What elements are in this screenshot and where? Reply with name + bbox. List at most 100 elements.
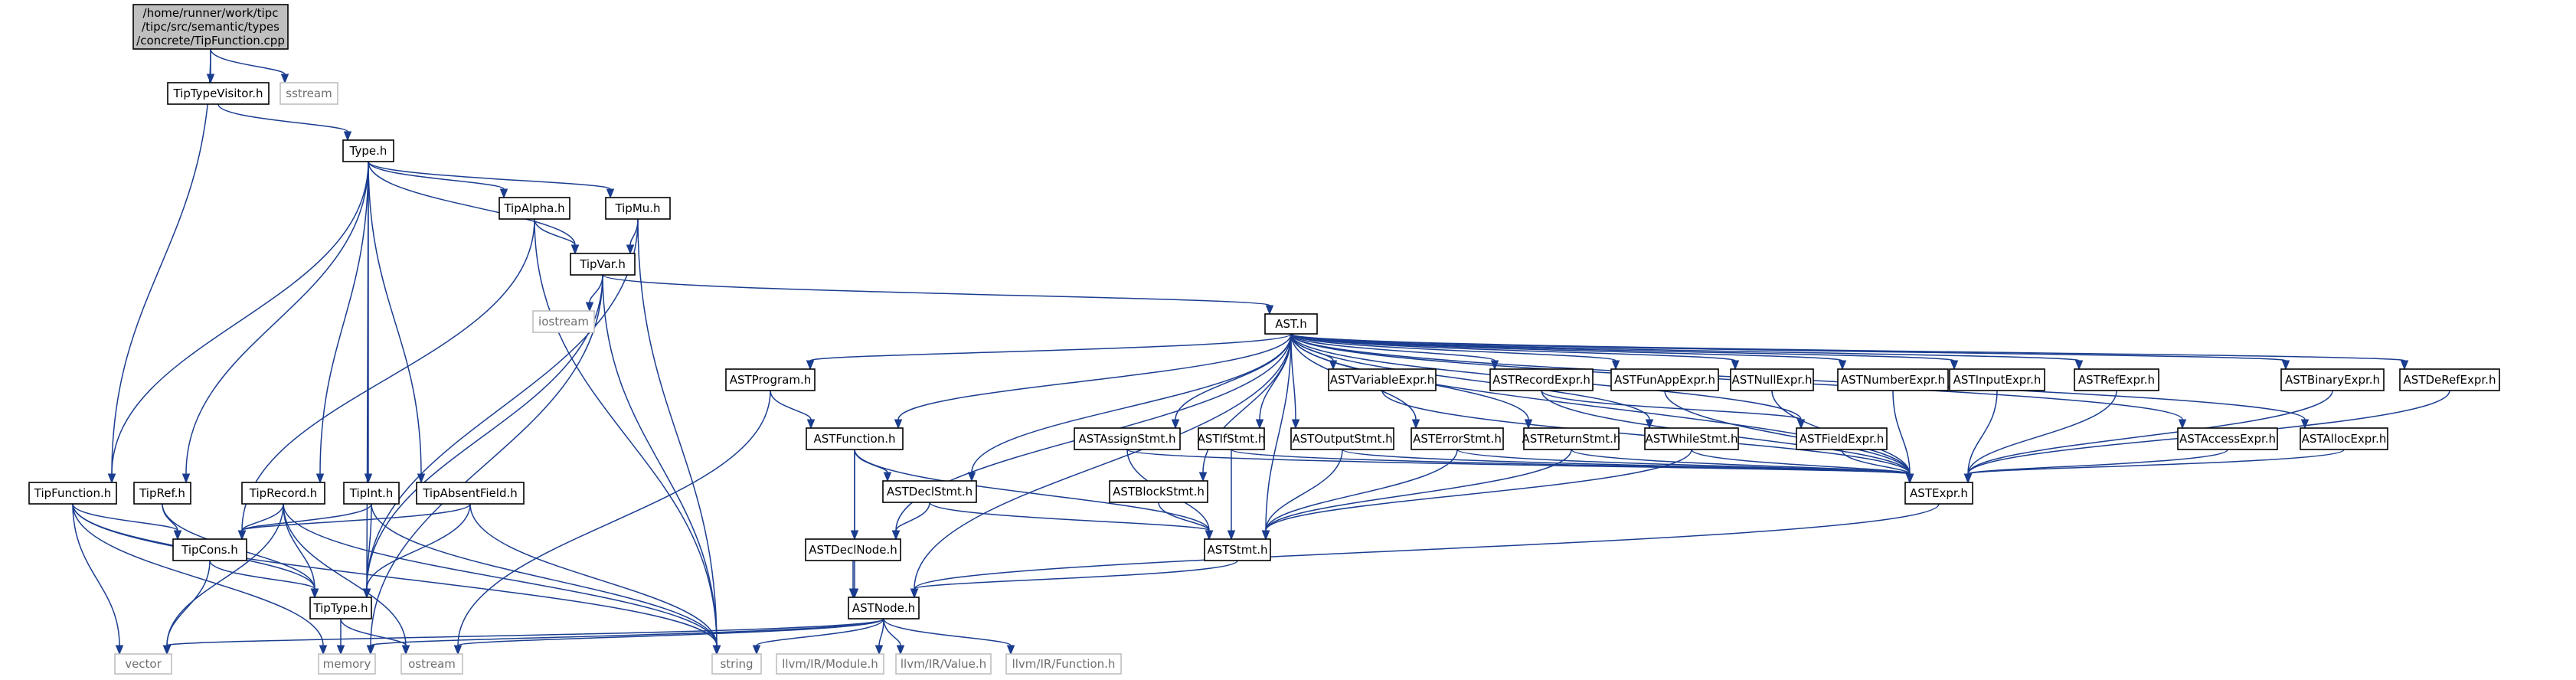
- node-box: [1610, 368, 1719, 391]
- node-astrecord-expr[interactable]: ASTRecordExpr.h: [1489, 368, 1594, 391]
- edge-line: [368, 161, 576, 246]
- edge-line: [1265, 449, 1458, 531]
- edge-astnode-to-llvm-value: [883, 618, 905, 655]
- edge-arrowhead: [1227, 530, 1236, 541]
- node-astde-ref-expr[interactable]: ASTDeRefExpr.h: [2399, 368, 2500, 391]
- node-tip-ref[interactable]: TipRef.h: [133, 482, 191, 505]
- edge-line: [854, 449, 1210, 531]
- edge-line: [897, 333, 1292, 420]
- node-astaccess-expr[interactable]: ASTAccessExpr.h: [2177, 427, 2278, 450]
- node-astwhile-stmt[interactable]: ASTWhileStmt.h: [1644, 427, 1739, 450]
- node-astreturn-stmt[interactable]: ASTReturnStmt.h: [1522, 427, 1621, 450]
- node-label: TipAbsentField.h: [422, 486, 518, 500]
- edge-ast-to-astref-expr: [1290, 333, 2084, 371]
- node-tip-record[interactable]: TipRecord.h: [241, 482, 325, 505]
- edge-ast-to-astnull-expr: [1290, 333, 1740, 371]
- node-label: ASTFieldExpr.h: [1800, 432, 1885, 446]
- node-label: llvm/IR/Value.h: [901, 657, 986, 671]
- edge-astblock-stmt-to-aststmt: [1158, 502, 1214, 541]
- node-label: ASTExpr.h: [1910, 486, 1968, 500]
- edge-astnode-to-string: [752, 618, 884, 655]
- edge-ast-to-astoutput-stmt: [1290, 333, 1300, 430]
- edge-line: [283, 503, 315, 590]
- node-tip-absent-field[interactable]: TipAbsentField.h: [416, 482, 525, 505]
- node-box: [2177, 427, 2278, 450]
- edge-arrowhead: [874, 645, 884, 655]
- edge-tip-mu-to-tip-type: [362, 218, 639, 599]
- node-astnumber-expr[interactable]: ASTNumberExpr.h: [1837, 368, 1949, 391]
- edge-line: [1290, 333, 1843, 361]
- node-asterror-stmt[interactable]: ASTErrorStmt.h: [1411, 427, 1504, 450]
- edge-line: [283, 503, 407, 646]
- edge-line: [1290, 333, 1617, 361]
- edge-line: [370, 274, 603, 646]
- node-astalloc-expr[interactable]: ASTAllocExpr.h: [2300, 427, 2388, 450]
- node-tip-type[interactable]: TipType.h: [309, 597, 372, 620]
- edge-arrowhead: [1645, 419, 1654, 430]
- edge-line: [1175, 333, 1292, 420]
- node-astfunction[interactable]: ASTFunction.h: [806, 427, 904, 450]
- edge-ast-to-astprogram: [806, 333, 1292, 371]
- edge-line: [534, 218, 718, 646]
- node-astvariable-expr[interactable]: ASTVariableExpr.h: [1328, 368, 1437, 391]
- node-tip-function[interactable]: TipFunction.h: [28, 482, 117, 505]
- edge-line: [1158, 502, 1210, 531]
- edge-arrowhead: [1291, 419, 1300, 430]
- node-astprogram[interactable]: ASTProgram.h: [725, 368, 816, 391]
- node-box: [342, 139, 394, 162]
- edge-line: [368, 161, 422, 475]
- edge-line: [368, 161, 611, 190]
- node-astif-stmt[interactable]: ASTIfStmt.h: [1198, 427, 1266, 450]
- node-astbinary-expr[interactable]: ASTBinaryExpr.h: [2280, 368, 2385, 391]
- edge-line: [1265, 333, 1292, 531]
- edge-arrowhead: [366, 645, 375, 655]
- node-ast[interactable]: AST.h: [1264, 313, 1318, 335]
- node-astdecl-stmt[interactable]: ASTDeclStmt.h: [882, 480, 977, 503]
- node-box: [114, 653, 172, 675]
- node-tip-int[interactable]: TipInt.h: [343, 482, 400, 505]
- edge-line: [371, 503, 718, 646]
- edge-line: [895, 502, 930, 531]
- node-root[interactable]: /home/runner/work/tipc/tipc/src/semantic…: [132, 4, 289, 50]
- node-box: [28, 482, 117, 505]
- node-iostream: iostream: [532, 310, 595, 333]
- node-type[interactable]: Type.h: [342, 139, 394, 162]
- node-astoutput-stmt[interactable]: ASTOutputStmt.h: [1290, 427, 1394, 450]
- edge-astnode-to-ostream: [453, 618, 884, 655]
- node-box: [1074, 427, 1181, 450]
- node-astassign-stmt[interactable]: ASTAssignStmt.h: [1074, 427, 1181, 450]
- node-astblock-stmt[interactable]: ASTBlockStmt.h: [1109, 480, 1208, 503]
- edge-type-to-tip-absent-field: [368, 161, 426, 484]
- node-astnull-expr[interactable]: ASTNullExpr.h: [1730, 368, 1814, 391]
- edge-line: [770, 390, 812, 420]
- edge-astif-stmt-to-aststmt: [1227, 450, 1236, 541]
- node-astfun-app-expr[interactable]: ASTFunAppExpr.h: [1610, 368, 1719, 391]
- node-astnode[interactable]: ASTNode.h: [848, 597, 920, 620]
- node-label: ASTRecordExpr.h: [1492, 373, 1590, 387]
- node-box: [1796, 427, 1888, 450]
- node-label: ASTReturnStmt.h: [1522, 432, 1621, 446]
- node-astdecl-node[interactable]: ASTDeclNode.h: [805, 538, 901, 561]
- node-tip-alpha[interactable]: TipAlpha.h: [499, 197, 570, 220]
- node-tip-var[interactable]: TipVar.h: [570, 253, 636, 276]
- node-aststmt[interactable]: ASTStmt.h: [1204, 538, 1271, 561]
- node-astref-expr[interactable]: ASTRefExpr.h: [2074, 368, 2159, 391]
- node-astexpr[interactable]: ASTExpr.h: [1904, 482, 1973, 505]
- edge-line: [457, 618, 884, 646]
- edge-line: [1967, 390, 1998, 475]
- node-box: [167, 82, 270, 105]
- node-tip-mu[interactable]: TipMu.h: [605, 197, 671, 220]
- edge-line: [210, 48, 286, 75]
- node-box: [1523, 427, 1620, 450]
- edge-astnode-to-memory: [366, 618, 884, 655]
- node-box: [132, 4, 289, 50]
- node-astinput-expr[interactable]: ASTInputExpr.h: [1949, 368, 2045, 391]
- node-astfield-expr[interactable]: ASTFieldExpr.h: [1796, 427, 1888, 450]
- node-tip-type-visitor[interactable]: TipTypeVisitor.h: [167, 82, 270, 105]
- edge-root-to-tip-function: [107, 48, 211, 484]
- node-tip-cons[interactable]: TipCons.h: [172, 538, 247, 561]
- edge-ast-to-astinput-expr: [1290, 333, 1959, 371]
- edge-arrowhead: [570, 244, 580, 255]
- edge-line: [340, 618, 407, 646]
